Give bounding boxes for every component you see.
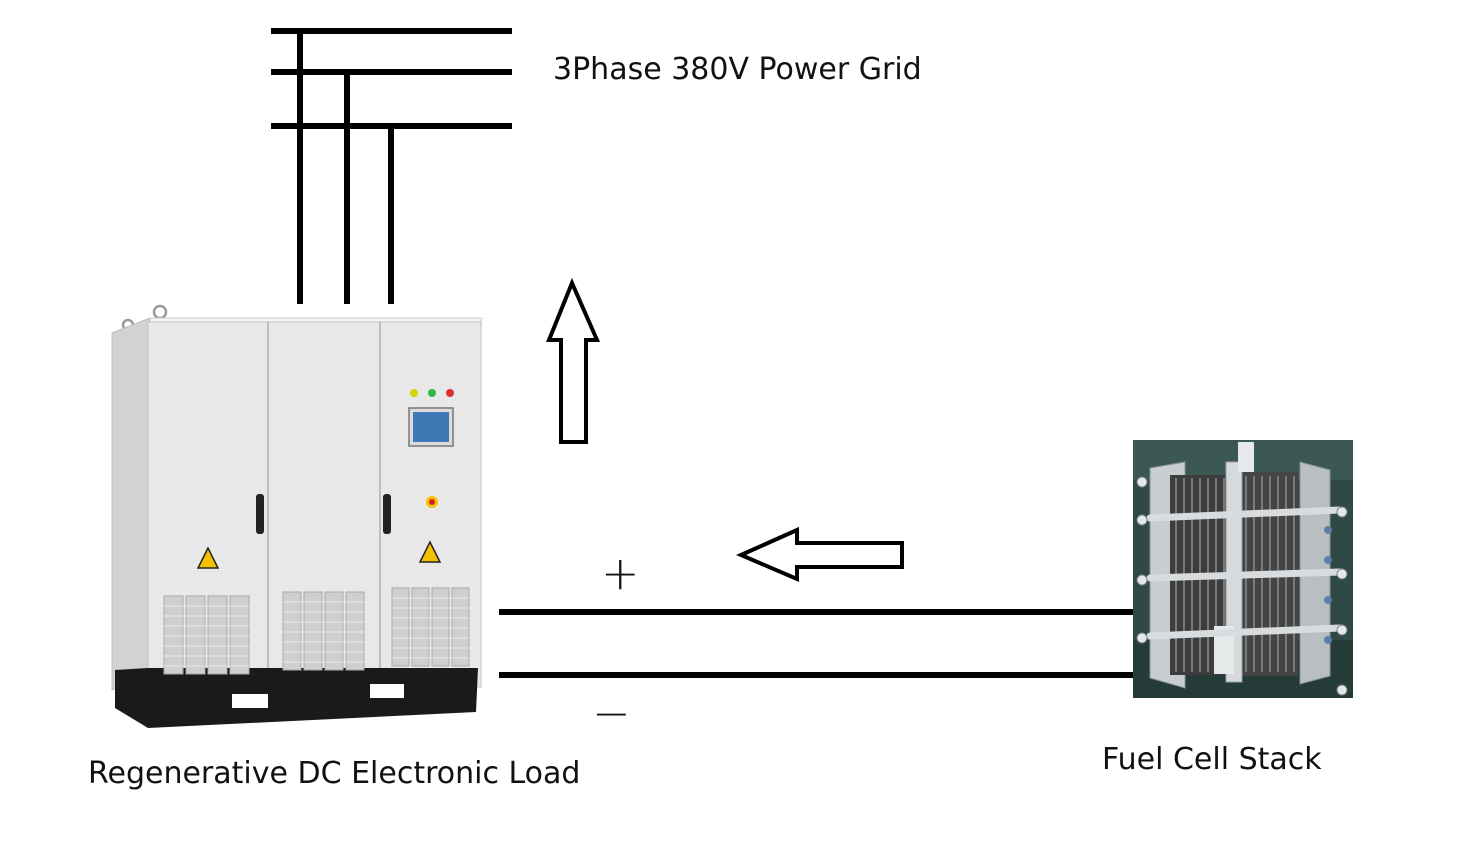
dc-lines <box>499 609 1133 678</box>
electrical-cabinet-icon <box>111 304 483 728</box>
power-grid-label: 3Phase 380V Power Grid <box>553 52 922 87</box>
negative-terminal-sign: − <box>592 686 631 740</box>
fuel-cell-stack-label: Fuel Cell Stack <box>1102 742 1322 777</box>
three-phase-bus-lines <box>271 28 512 304</box>
left-arrow-icon <box>736 526 904 583</box>
up-arrow-icon <box>546 277 601 444</box>
fuel-cell-stack-icon <box>1133 440 1353 698</box>
warning-triangle-icon <box>196 540 442 569</box>
positive-terminal-sign: + <box>601 546 640 600</box>
electronic-load-label: Regenerative DC Electronic Load <box>88 756 581 791</box>
